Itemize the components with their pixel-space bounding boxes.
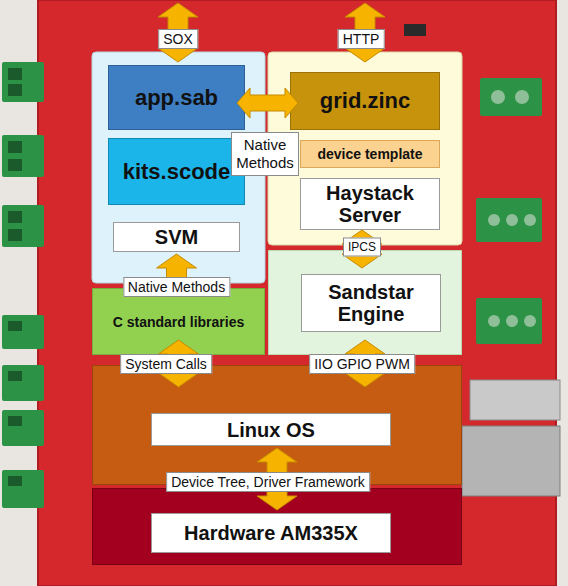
usb-connector	[470, 380, 560, 420]
node-text: Haystack Server	[301, 182, 439, 226]
node-text: Sandstar Engine	[301, 274, 441, 332]
code-block: app.sab	[108, 65, 245, 130]
node-text: C standard libraries	[113, 314, 245, 330]
terminal-block	[2, 470, 44, 508]
server-box: Haystack Server	[300, 178, 440, 230]
vm-box: SVM	[113, 222, 240, 252]
template-box: device template	[300, 140, 440, 168]
node-text: Hardware AM335X	[151, 513, 391, 553]
terminal-block	[2, 365, 44, 401]
edge-label: System Calls	[120, 354, 212, 374]
terminal-slot	[8, 84, 22, 96]
edge-label: Device Tree, Driver Framework	[166, 472, 370, 492]
edge-label: IIO GPIO PWM	[309, 354, 415, 374]
terminal-block	[2, 205, 44, 247]
terminal-screw	[488, 214, 500, 226]
terminal-slot	[8, 476, 22, 486]
node-text: kits.scode	[123, 160, 231, 184]
edge-label: Native Methods	[123, 277, 230, 297]
interface-arrow	[342, 230, 382, 268]
terminal-screw	[491, 90, 505, 104]
engine-panel: Sandstar Engine	[268, 250, 462, 355]
node-text: Linux OS	[151, 413, 391, 446]
terminal-screw	[515, 90, 529, 104]
edge-label: Native Methods	[231, 132, 299, 176]
left-terminals	[2, 62, 44, 508]
terminal-block	[2, 315, 44, 349]
terminal-slot	[8, 159, 22, 171]
terminal-block	[2, 135, 44, 177]
terminal-block	[2, 410, 44, 446]
protocol-arrow	[158, 3, 198, 62]
node-text: SVM	[155, 226, 198, 248]
terminal-slot	[8, 211, 22, 223]
terminal-block	[2, 62, 44, 102]
terminal-slot	[8, 321, 22, 331]
protocol-label: SOX	[158, 29, 198, 49]
library-panel: C standard libraries	[92, 288, 265, 355]
terminal-screw	[524, 315, 536, 327]
interface-arrow	[237, 88, 298, 118]
terminal-block	[476, 298, 542, 344]
terminal-slot	[8, 416, 22, 426]
terminal-slot	[8, 68, 22, 80]
terminal-screw	[488, 315, 500, 327]
node-text: grid.zinc	[320, 89, 410, 113]
terminal-screw	[506, 315, 518, 327]
terminal-screw	[524, 214, 536, 226]
os-panel: Linux OS	[92, 365, 462, 485]
terminal-slot	[8, 229, 22, 241]
node-text: app.sab	[135, 86, 218, 110]
terminal-slot	[8, 141, 22, 153]
terminal-block	[476, 198, 542, 242]
node-text: device template	[317, 146, 422, 162]
ethernet-jack	[462, 426, 560, 496]
terminal-block	[480, 78, 542, 116]
terminal-screw	[506, 214, 518, 226]
hardware-panel: Hardware AM335X	[92, 488, 462, 565]
pcb-edge	[38, 0, 556, 586]
edge-label: IPCS	[343, 238, 381, 257]
protocol-label: HTTP	[338, 29, 385, 49]
code-block: kits.scode	[108, 138, 245, 205]
pcb-board	[38, 0, 556, 586]
data-block: grid.zinc	[290, 72, 440, 130]
push-button	[404, 24, 426, 36]
terminal-slot	[8, 371, 22, 381]
